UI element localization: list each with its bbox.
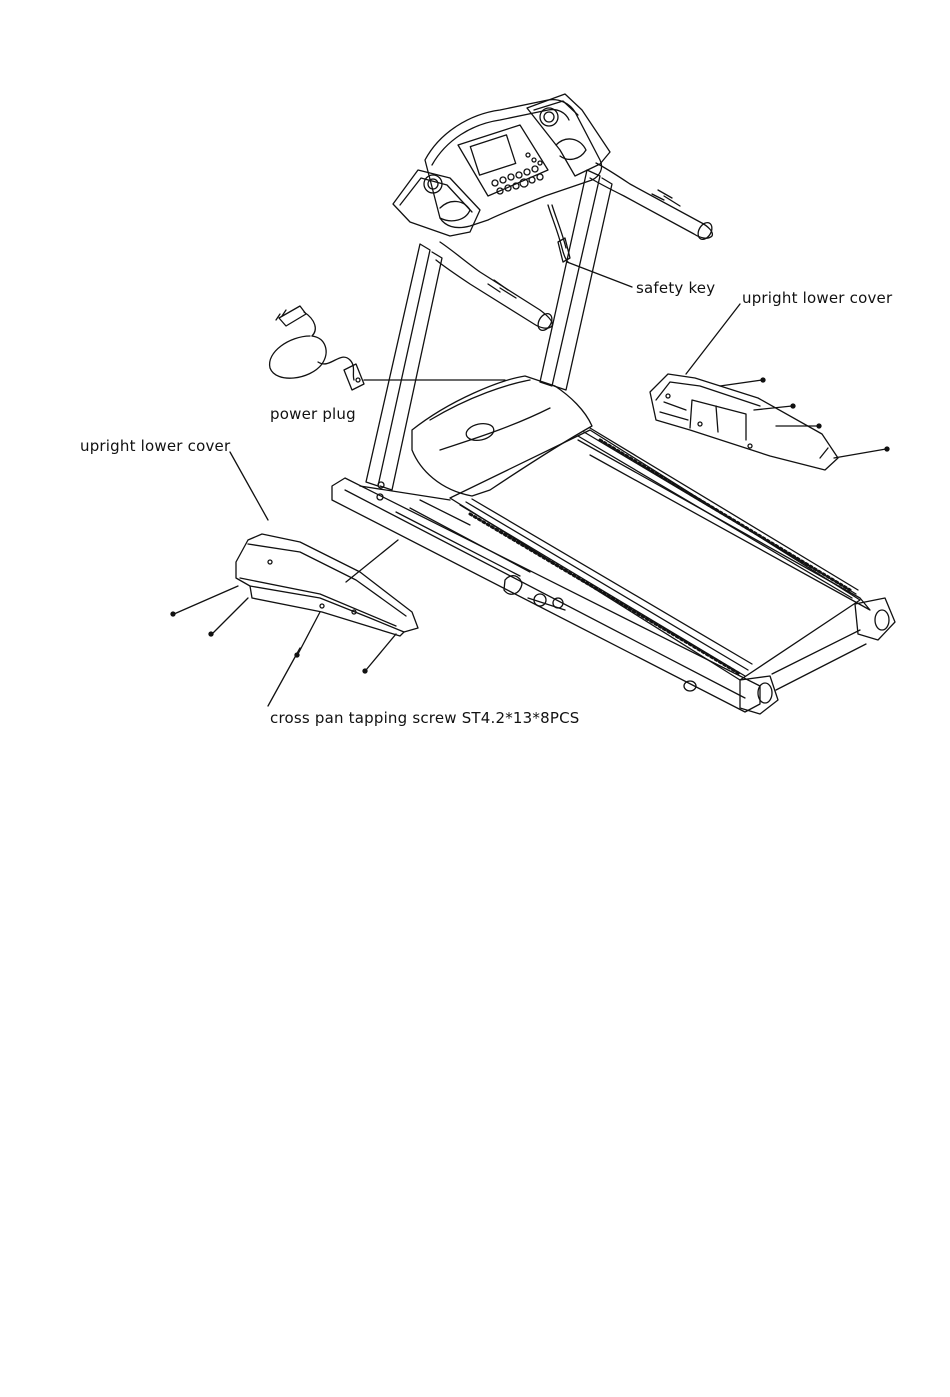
label-power-plug: power plug [270, 405, 356, 423]
label-upright-lower-cover-right: upright lower cover [742, 289, 892, 307]
console [393, 94, 610, 262]
power-plug [270, 306, 505, 390]
motor-cover [412, 376, 592, 496]
treadmill-frame [332, 428, 895, 714]
handrails [436, 163, 715, 333]
upright-lower-cover-right [650, 304, 889, 470]
lcd-screen [470, 135, 515, 175]
screw-leader [268, 648, 300, 706]
upright-lower-cover-left [171, 452, 418, 673]
right-rail-grip [600, 440, 850, 590]
label-upright-lower-cover-left: upright lower cover [80, 437, 230, 455]
keypad [492, 153, 543, 194]
label-cross-pan-tapping-screw: cross pan tapping screw ST4.2*13*8PCS [270, 709, 580, 727]
motor-cover-emblem [465, 421, 496, 442]
right-speaker [540, 108, 558, 126]
label-safety-key: safety key [636, 279, 715, 297]
left-cover-screws [171, 586, 396, 673]
